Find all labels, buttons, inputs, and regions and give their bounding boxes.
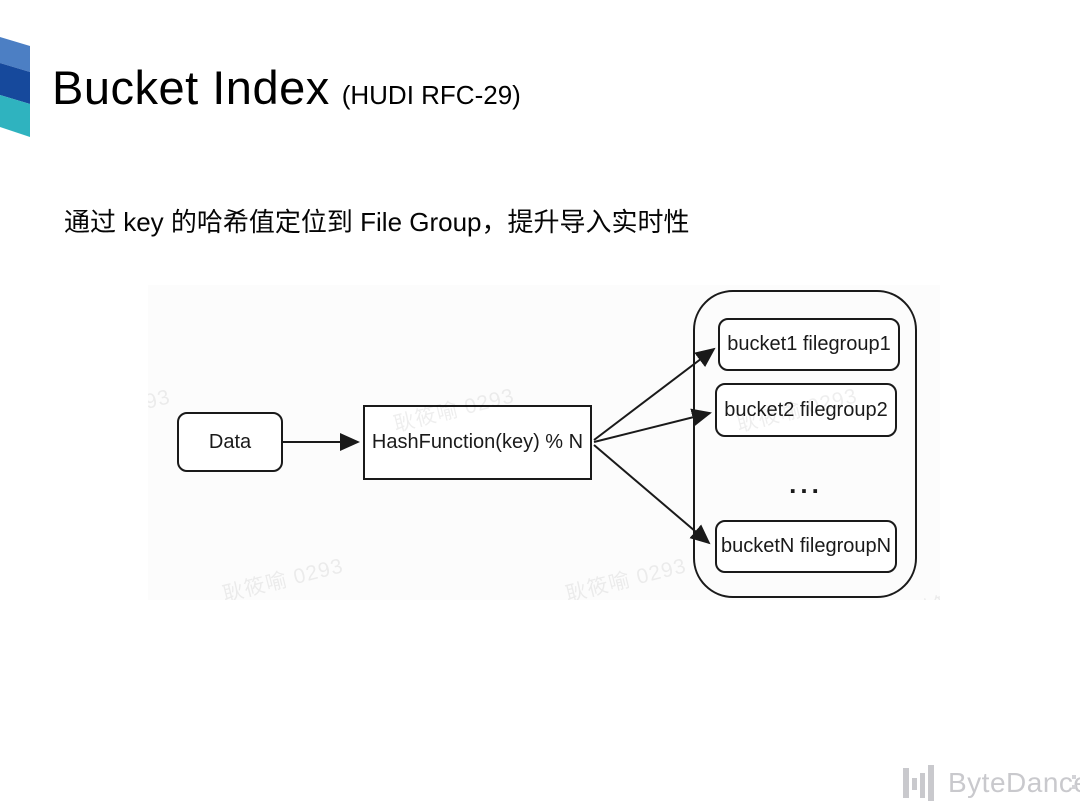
bytedance-brand: ByteDance [903,764,1080,802]
bucket1-node: bucket1 filegroup1 [718,318,900,371]
slide-corner-logo-icon [0,37,30,137]
page-title-suffix: (HUDI RFC-29) [341,80,521,110]
bucket2-node: bucket2 filegroup2 [715,383,897,437]
slide-subtitle: 通过 key 的哈希值定位到 File Group，提升导入实时性 [64,207,690,237]
data-node: Data [177,412,283,472]
page-title: Bucket Index [52,61,330,114]
ellipsis-label: ... [789,469,823,499]
slide-title-row: Bucket Index (HUDI RFC-29) [52,60,521,115]
bytedance-wordmark: ByteDance [948,767,1080,798]
hash-function-node: HashFunction(key) % N [363,405,592,480]
bucket-index-diagram: Data HashFunction(key) % N bucket1 fileg… [148,285,940,600]
bucket-group-container [693,290,917,598]
bucketN-node: bucketN filegroupN [715,520,897,573]
bytedance-logo-icon [903,765,934,801]
